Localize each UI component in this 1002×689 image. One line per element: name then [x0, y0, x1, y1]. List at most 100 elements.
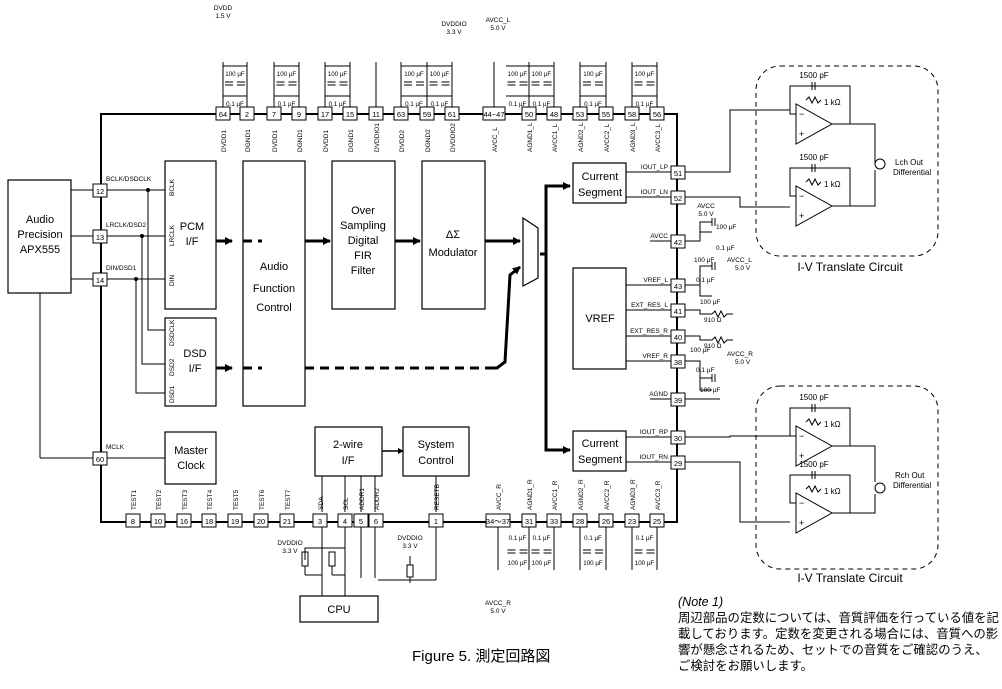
top-pin-label: AVCC3_L	[655, 123, 662, 152]
cap-01-label: 0.1 µF	[226, 101, 244, 108]
cap-100-label: 100 µF	[635, 71, 655, 78]
bottom-pin-group: 8TEST110TEST216TEST318TEST419TEST520TEST…	[125, 479, 665, 570]
feedback-cap-label: 1500 pF	[799, 71, 828, 80]
lch-out-line1: Lch Out	[895, 158, 924, 167]
dvddio-voltage: 3.3 V	[446, 29, 462, 36]
right-pin-number: 39	[674, 396, 682, 405]
right-pin-number: 40	[674, 333, 682, 342]
cap-01-label: 0.1 µF	[636, 101, 654, 108]
opamp-plus-sign: +	[799, 129, 804, 139]
right-pin-group: 51IOUT_LP52IOUT_LN42AVCC43VREF_L41EXT_RE…	[626, 164, 686, 470]
right-component-symbols	[711, 218, 733, 382]
cs-r-line1: Current	[582, 438, 619, 450]
opamp-minus-sign: −	[799, 498, 804, 508]
bottom-pin-label: AGND2_R	[578, 479, 585, 510]
bottom-pin-label: TEST1	[131, 489, 138, 510]
top-pin-label: DVDD1	[323, 130, 330, 152]
feedback-res-label: 1 kΩ	[824, 420, 841, 429]
figure-caption: Figure 5. 測定回路図	[412, 648, 551, 665]
right-pin-label: IOUT_RN	[639, 454, 668, 461]
cap-100-label: 100 µF	[328, 71, 348, 78]
note-body: 周辺部品の定数については、音質評価を行っている値を記載しております。定数を変更さ…	[678, 611, 999, 673]
fir-line2: Sampling	[340, 220, 386, 232]
cap-100-label: 100 µF	[508, 71, 528, 78]
bottom-pin-number: 25	[653, 517, 661, 526]
left-pin-number: 13	[96, 233, 104, 242]
current-segment-r	[572, 430, 627, 472]
avcc-l-supply-voltage: 5.0 V	[490, 25, 506, 32]
left-pin-group: 12BCLK/DSDCLK13LRCLK/DSD214DIN/DSD160MCL…	[92, 176, 152, 466]
pcm-line1: PCM	[180, 221, 204, 233]
right-pin-number: 51	[674, 169, 682, 178]
bottom-pin-number: 26	[602, 517, 610, 526]
cs-l-line2: Segment	[578, 187, 622, 199]
left-pin-number: 12	[96, 187, 104, 196]
afc-line3: Control	[256, 302, 291, 314]
cap-01-label: 0.1 µF	[533, 101, 551, 108]
cpu-wiring	[301, 526, 437, 596]
bottom-pin-label: ADDR1	[359, 488, 366, 510]
output-wire	[850, 170, 876, 207]
avcc-right-label: AVCC	[697, 203, 715, 210]
fir-line5: Filter	[351, 265, 376, 277]
avcc-right-voltage: 5.0 V	[698, 211, 714, 218]
cap-100-label-bottom: 100 µF	[532, 560, 552, 567]
feedback-cap-label: 1500 pF	[799, 460, 828, 469]
top-pin-label: AGND1_L	[527, 122, 534, 152]
dsd-pin-dsd2: DSD2	[169, 358, 176, 376]
top-pin-label: DGND1	[348, 129, 355, 152]
opamp: −+1500 pF1 kΩ	[789, 393, 851, 467]
cpu-label: CPU	[327, 604, 350, 616]
cap-100-label: 100 µF	[225, 71, 245, 78]
feedback-res-label: 1 kΩ	[824, 98, 841, 107]
top-pin-number: 55	[602, 110, 610, 119]
bottom-pin-label: RESETB	[434, 484, 441, 510]
avcc-r-label-right: AVCC_R	[727, 351, 753, 358]
bottom-pin-number: 10	[154, 517, 162, 526]
bottom-pin-label: TEST2	[156, 489, 163, 510]
pcm-if-block	[164, 160, 217, 310]
opamp: −+1500 pF1 kΩ	[789, 460, 851, 534]
opamp-plus-sign: +	[799, 451, 804, 461]
cap-100-label-bottom: 100 µF	[635, 560, 655, 567]
bottom-pin-number: 31	[525, 517, 533, 526]
opamp-minus-sign: −	[799, 191, 804, 201]
decoupling-capacitor-pair: 100 µF0.1 µF	[580, 65, 606, 108]
mux-symbol	[522, 216, 539, 287]
vref-l-cap01: 0.1 µF	[696, 277, 715, 284]
left-pin-label: MCLK	[106, 444, 125, 451]
rch-out-line1: Rch Out	[895, 471, 925, 480]
avcc-l-label-right: AVCC_L	[727, 257, 752, 264]
top-pin-number: 2	[245, 110, 249, 119]
avcc-r-supply-label: AVCC_R	[485, 600, 511, 607]
two-wire-if-block	[314, 426, 383, 477]
top-pin-label: DVDD1	[221, 130, 228, 152]
top-pin-label: DVDDIO2	[450, 123, 457, 152]
top-pin-number: 58	[628, 110, 636, 119]
output-wire	[850, 494, 876, 514]
top-pin-label: AVCC_L	[492, 127, 499, 152]
feedback-res-label: 1 kΩ	[824, 487, 841, 496]
sysctl-line2: Control	[418, 455, 453, 467]
fir-filter-block	[331, 160, 396, 310]
right-pin-label: IOUT_LN	[641, 189, 669, 196]
pcm-line2: I/F	[186, 236, 199, 248]
avcc-right-cap01: 0.1 µF	[716, 245, 735, 252]
top-pin-number: 7	[272, 110, 276, 119]
top-pin-number: 50	[525, 110, 533, 119]
